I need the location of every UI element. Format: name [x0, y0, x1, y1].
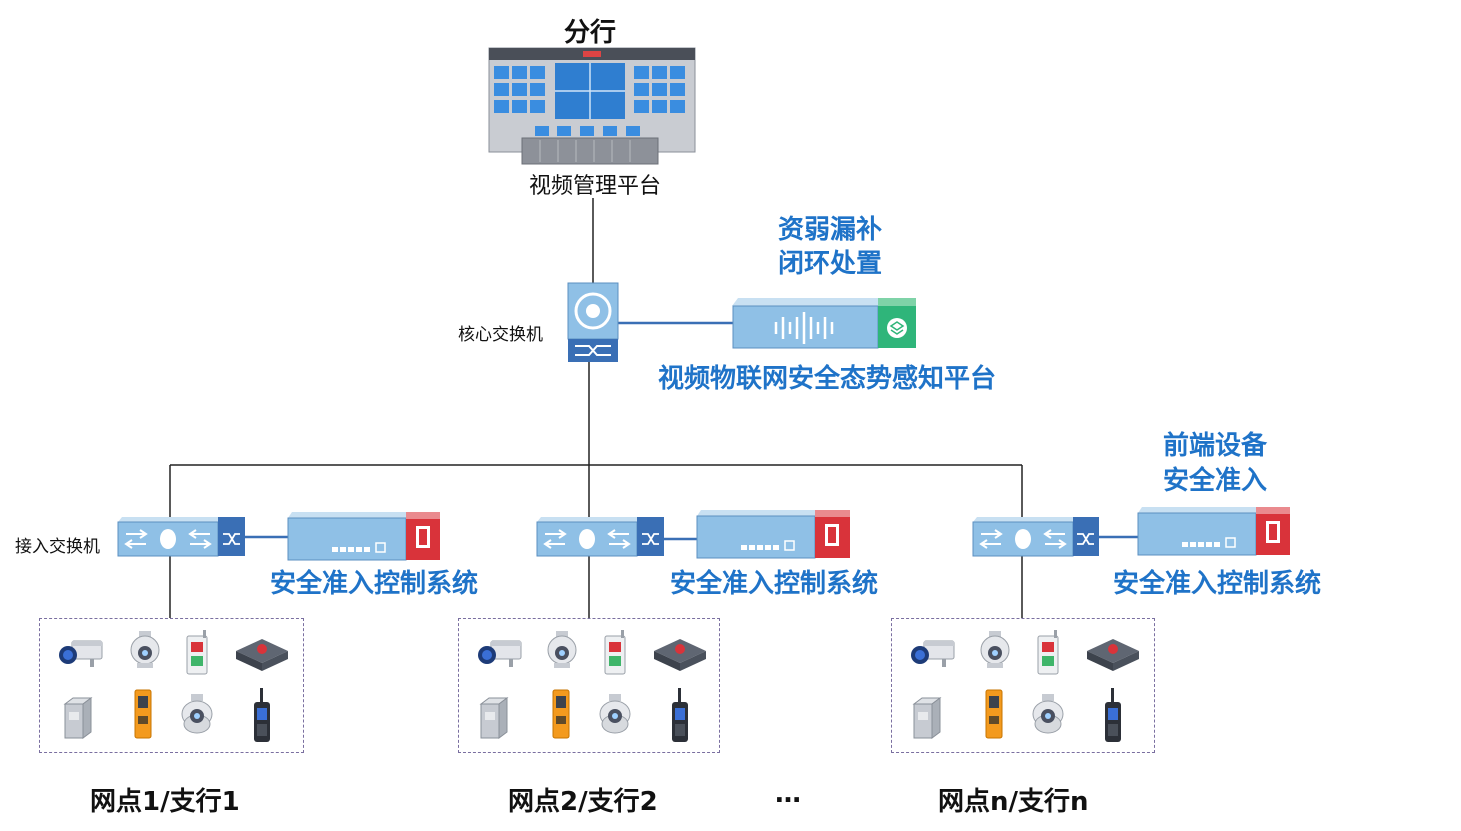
site-label-3: 网点n/支行n [938, 787, 1089, 817]
core-switch-label: 核心交换机 [458, 325, 543, 345]
frontend-access-label-line2: 安全准入 [1162, 466, 1267, 496]
access-control-system-label-2: 安全准入控制系统 [670, 569, 879, 599]
site-label-1: 网点1/支行1 [90, 787, 240, 817]
frontend-access-label-line1: 前端设备 [1162, 431, 1267, 461]
access-control-system-label-3: 安全准入控制系统 [1113, 569, 1322, 599]
remediation-label-line1: 资弱漏补 [777, 215, 882, 245]
device-group-3 [891, 618, 1155, 753]
situational-awareness-platform-label: 视频物联网安全态势感知平台 [658, 364, 997, 394]
access-control-system-label-1: 安全准入控制系统 [270, 569, 479, 599]
device-group-1 [39, 618, 304, 753]
site-label-2: 网点2/支行2 [508, 787, 658, 817]
device-group-2 [458, 618, 720, 753]
remediation-label-line2: 闭环处置 [777, 249, 882, 279]
access-switch-label: 接入交换机 [15, 537, 100, 557]
hq-title: 分行 [563, 18, 616, 48]
ellipsis-label: … [775, 779, 801, 809]
video-management-platform-label: 视频管理平台 [528, 174, 661, 199]
